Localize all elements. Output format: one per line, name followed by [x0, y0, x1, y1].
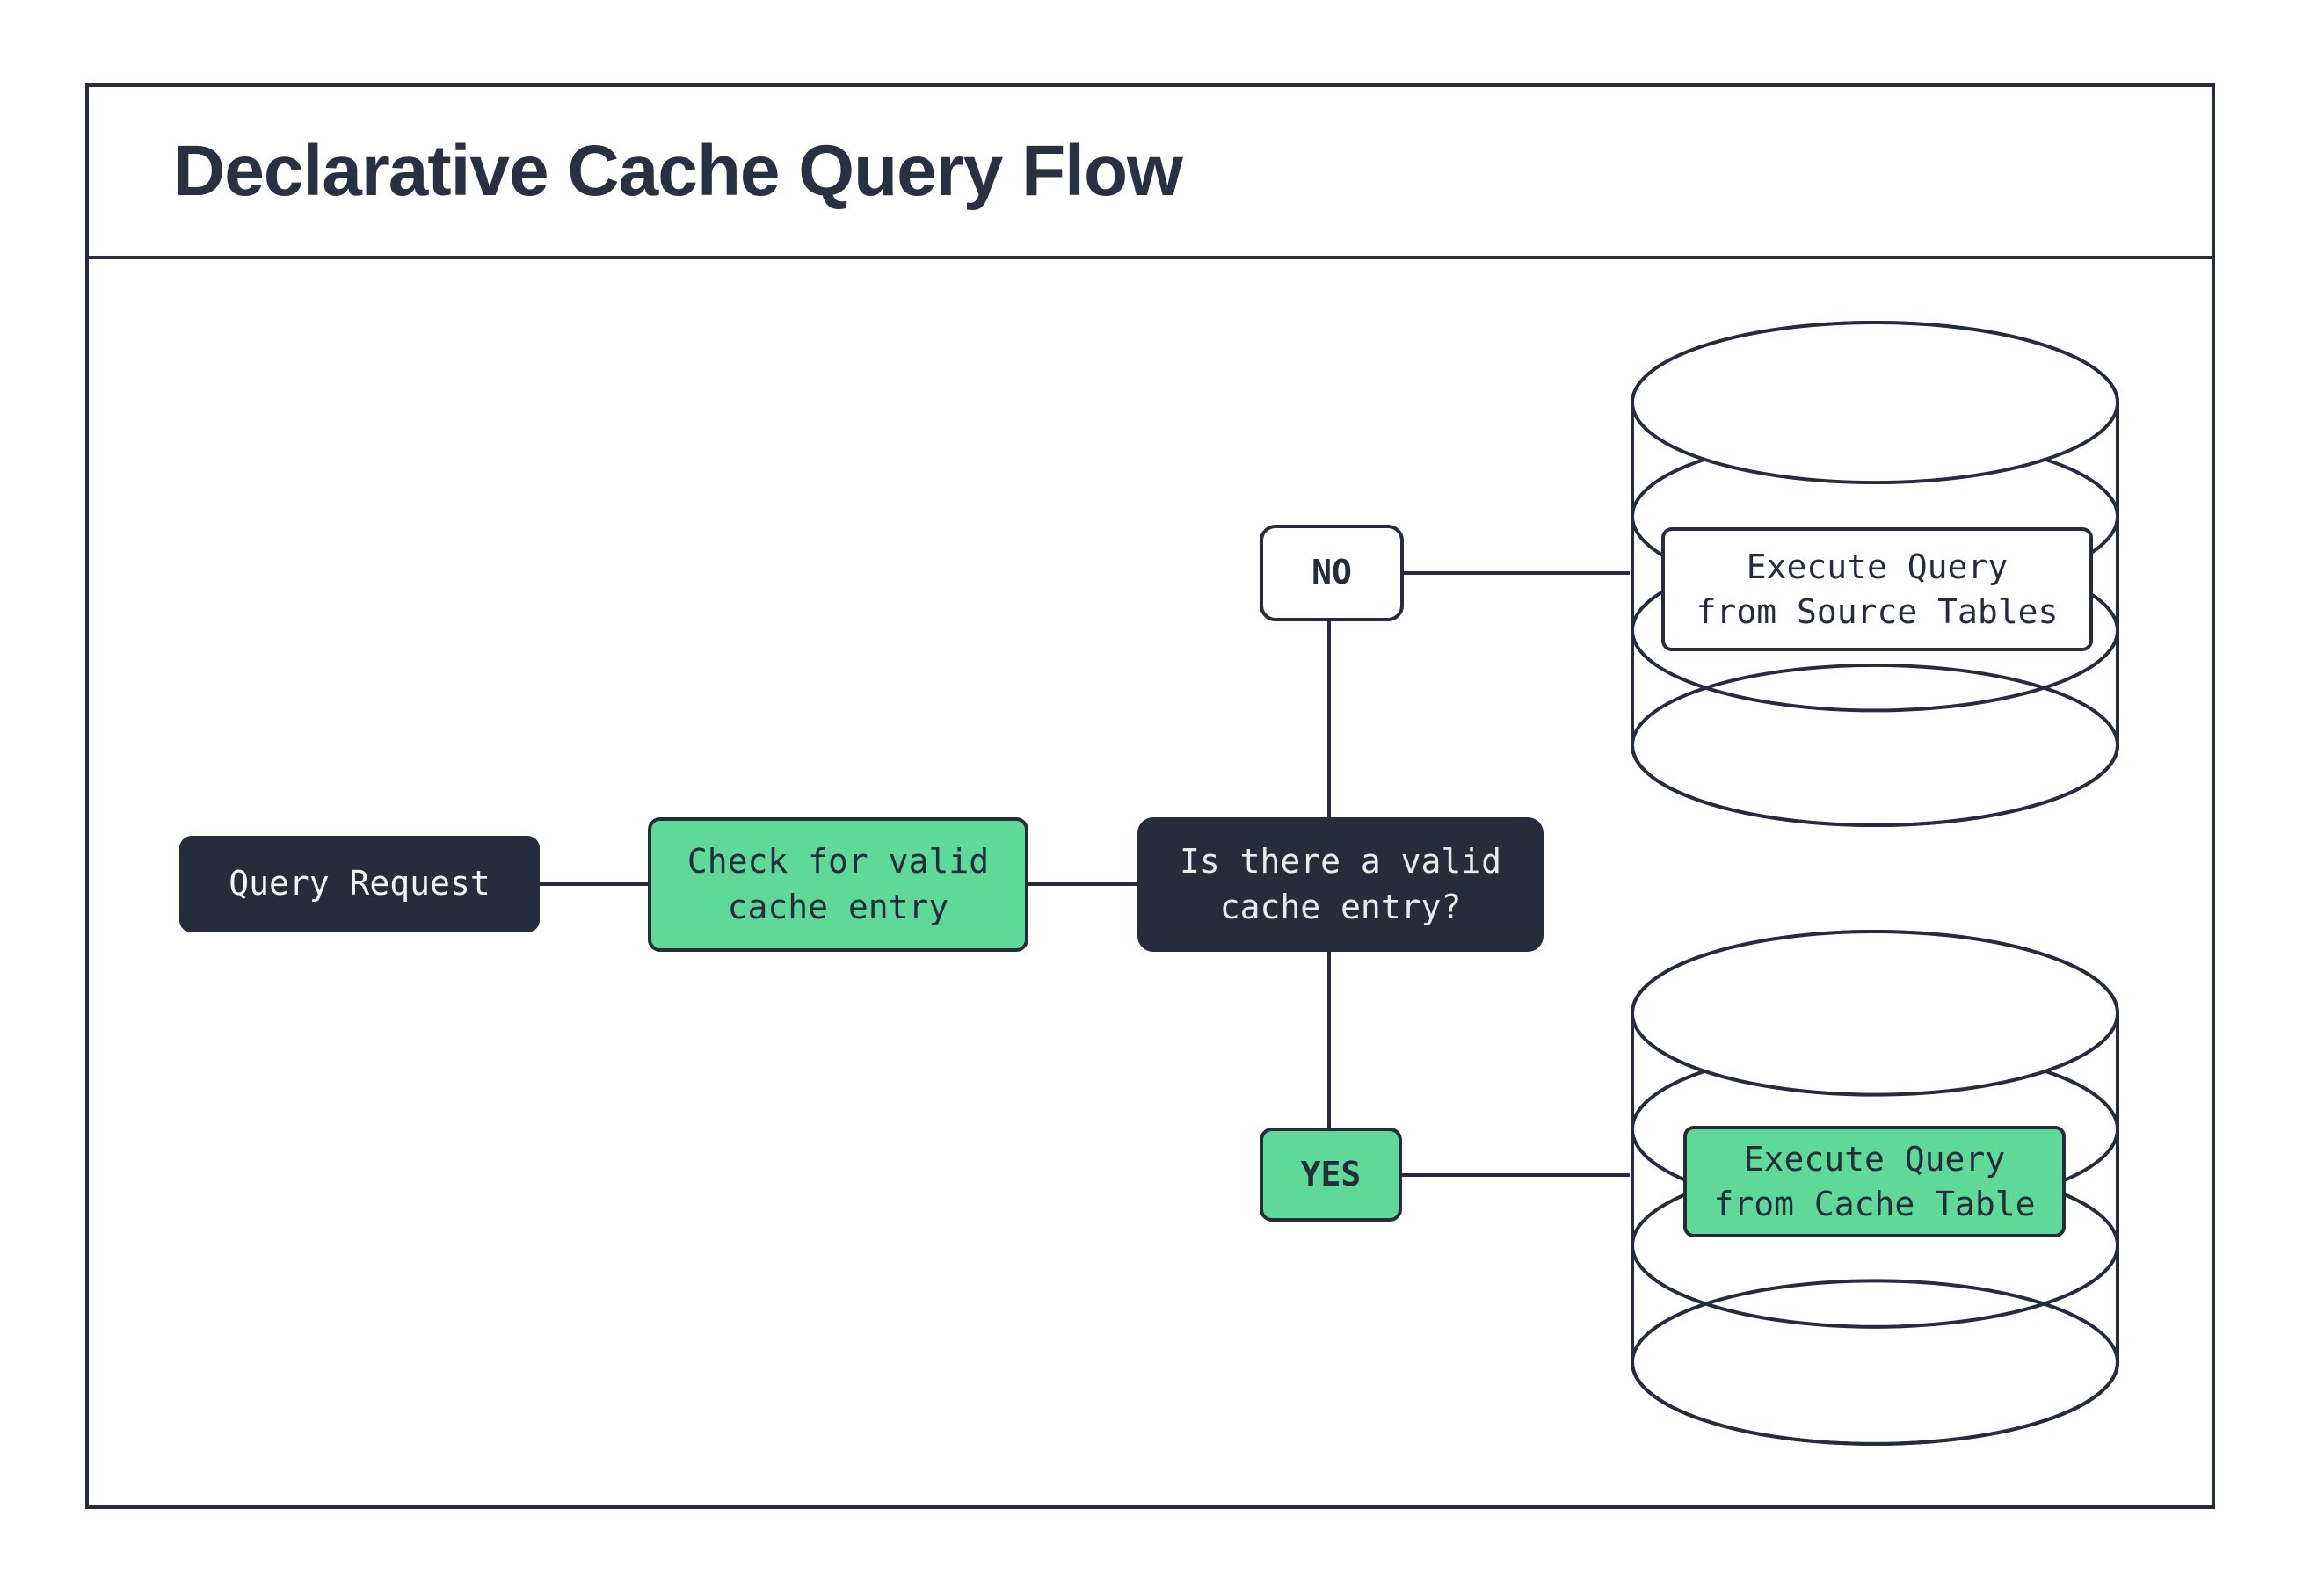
node-branch-no: NO	[1260, 525, 1404, 621]
connector-decision-to-yes	[1327, 952, 1331, 1128]
label-execute-cache-table: Execute Query from Cache Table	[1683, 1126, 2066, 1237]
connector-query-to-check	[540, 882, 648, 886]
node-check-cache: Check for valid cache entry	[648, 817, 1028, 952]
connector-no-to-decision	[1327, 621, 1331, 817]
page-title: Declarative Cache Query Flow	[173, 131, 1183, 211]
label-execute-source-tables: Execute Query from Source Tables	[1661, 527, 2093, 651]
connector-check-to-decision	[1028, 882, 1137, 886]
node-decision-valid-cache: Is there a valid cache entry?	[1137, 817, 1544, 952]
node-branch-yes: YES	[1260, 1128, 1402, 1222]
diagram-header: Declarative Cache Query Flow	[89, 87, 2212, 259]
connector-yes-to-cache-db	[1402, 1173, 1630, 1177]
node-query-request: Query Request	[179, 836, 540, 932]
connector-no-to-source-db	[1404, 571, 1630, 575]
